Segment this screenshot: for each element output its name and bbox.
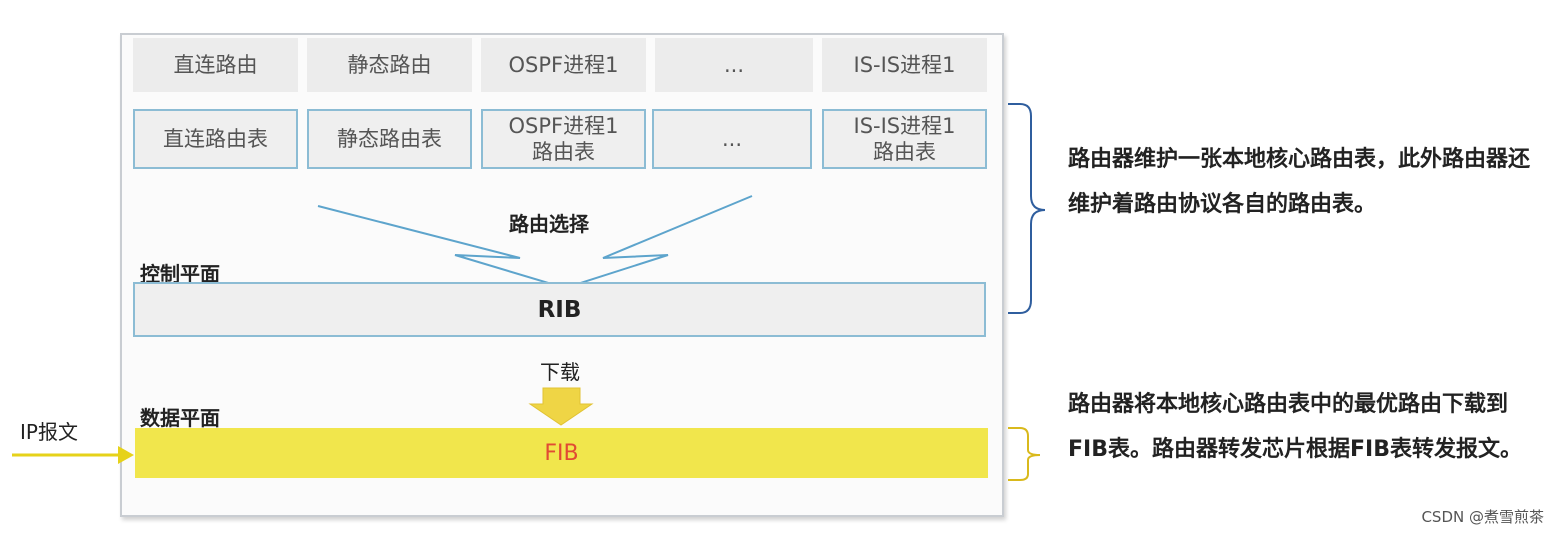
control-plane-note: 路由器维护一张本地核心路由表，此外路由器还维护着路由协议各自的路由表。 xyxy=(1068,147,1531,217)
table-static: 静态路由表 xyxy=(307,109,472,169)
protocol-ospf: OSPF进程1 xyxy=(481,38,646,92)
rib-box: RIB xyxy=(133,282,986,337)
protocol-ellipsis: ... xyxy=(655,38,813,92)
table-ospf: OSPF进程1 路由表 xyxy=(481,109,646,169)
protocol-direct: 直连路由 xyxy=(133,38,298,92)
control-plane-bracket xyxy=(1008,103,1046,314)
watermark: CSDN @煮雪煎茶 xyxy=(1421,508,1544,526)
data-plane-note: 路由器将本地核心路由表中的最优路由下载到FIB表。路由器转发芯片根据FIB表转发… xyxy=(1068,392,1522,462)
fib-box: FIB xyxy=(135,428,988,478)
table-direct: 直连路由表 xyxy=(133,109,298,169)
protocol-static: 静态路由 xyxy=(307,38,472,92)
ip-packet-label: IP报文 xyxy=(20,420,78,444)
table-isis: IS-IS进程1 路由表 xyxy=(822,109,987,169)
data-plane-label: 数据平面 xyxy=(140,406,220,430)
download-label: 下载 xyxy=(540,360,580,384)
data-plane-bracket xyxy=(1008,427,1041,481)
protocol-isis: IS-IS进程1 xyxy=(822,38,987,92)
route-selection-label: 路由选择 xyxy=(509,212,589,236)
table-ellipsis: ... xyxy=(652,109,812,169)
